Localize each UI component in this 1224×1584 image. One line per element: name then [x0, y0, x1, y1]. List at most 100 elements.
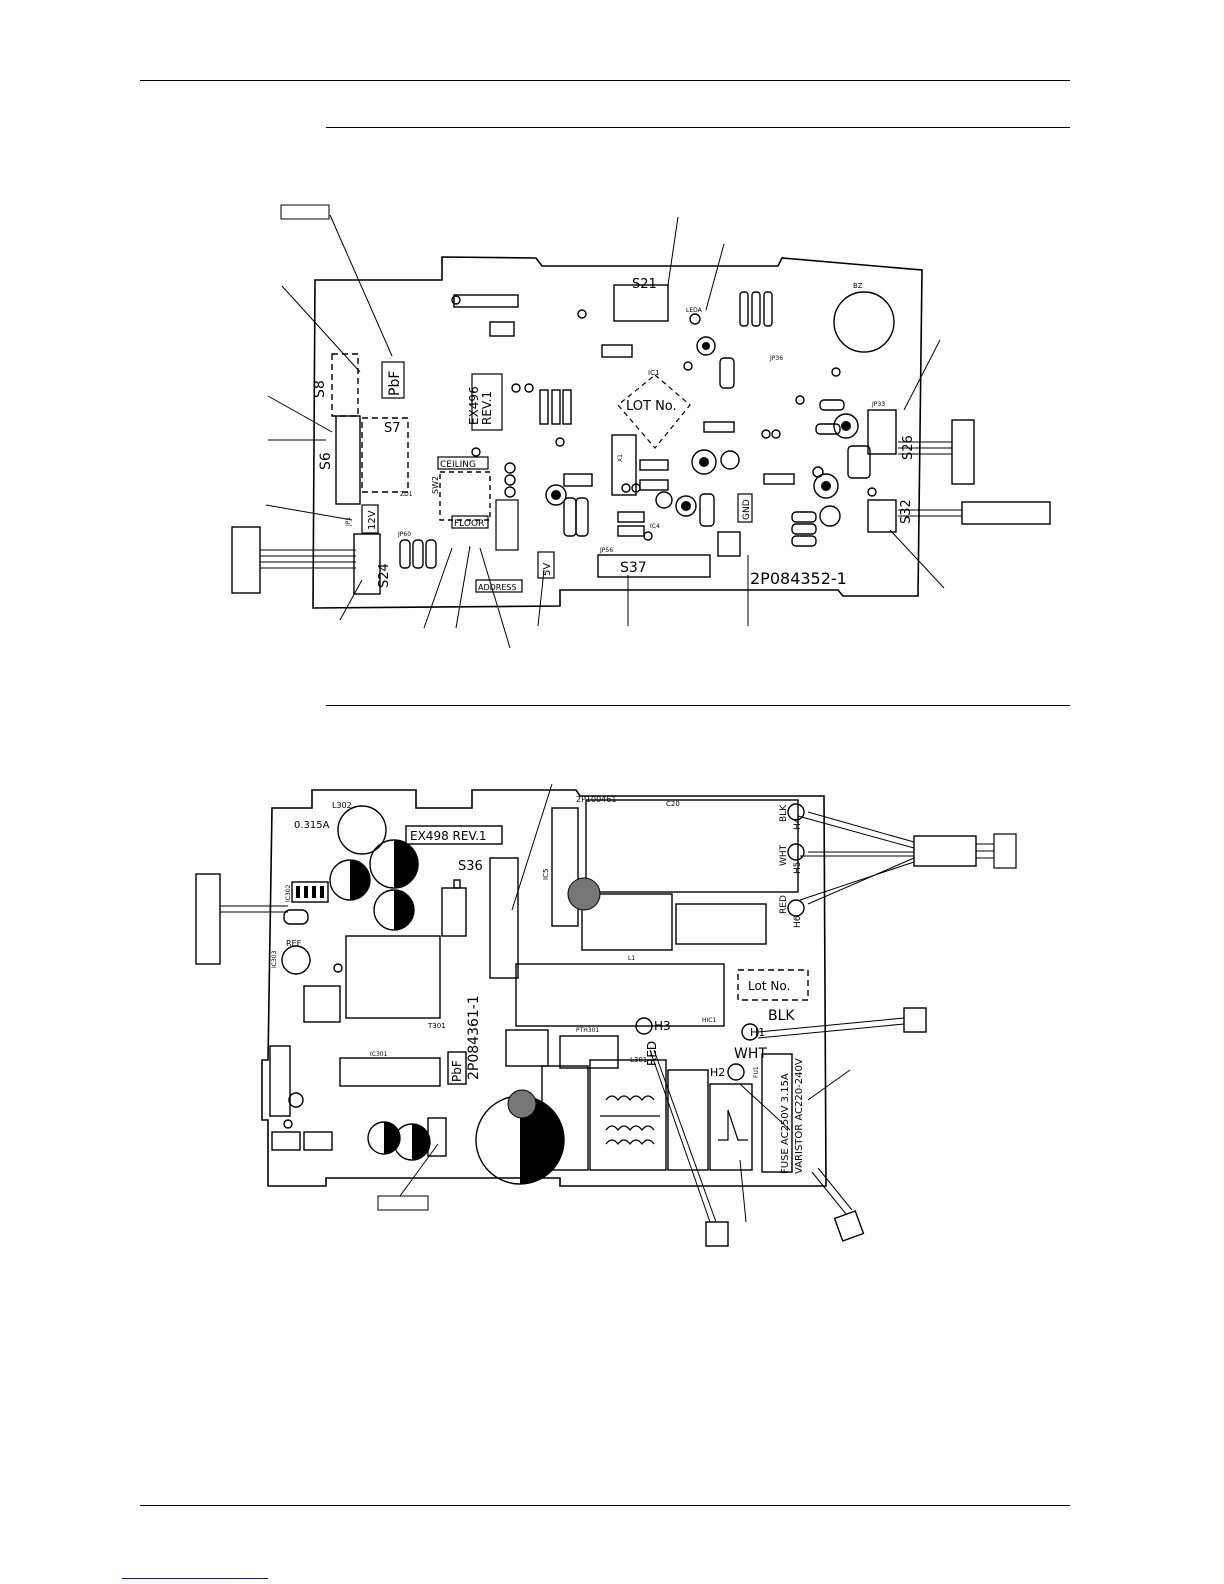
h1-plug [903, 1007, 927, 1033]
label-h2: H2 [710, 1066, 725, 1079]
footer-rule [140, 1505, 1070, 1506]
board2-filled-parts [296, 840, 564, 1184]
label-wht-h5: WHT [779, 844, 789, 866]
label-t301: T301 [427, 1022, 446, 1030]
label-varistor: VARISTOR AC220-240V [794, 1058, 805, 1174]
board2-components [269, 799, 809, 1173]
label-jp60: JP60 [397, 531, 411, 538]
label-s6: S6 [318, 452, 334, 470]
label-jp56: JP56 [599, 547, 613, 554]
label-wht-h2: WHT [734, 1046, 767, 1062]
label-jp33: JP33 [871, 401, 885, 408]
label-ic1: IC1 [648, 369, 659, 377]
label-blk-h1: BLK [768, 1008, 795, 1024]
label-part-no-1: 2P084352-1 [750, 569, 847, 588]
label-5v: 5V [542, 563, 553, 576]
label-fuse: FUSE AC250V 3.15A [780, 1073, 791, 1174]
label-address: ADDRESS [478, 583, 517, 592]
callout-box-top-left [280, 204, 330, 220]
header-rule [140, 80, 1070, 81]
label-floor: FLOOR [454, 519, 484, 529]
label-blk-h4: BLK [779, 804, 789, 822]
label-ex496: EX496REV.1 [467, 386, 494, 425]
section-rule-top [326, 127, 1070, 128]
label-leda: LEDA [686, 307, 703, 314]
label-ceiling: CEILING [440, 460, 476, 470]
label-ic301: IC301 [370, 1051, 388, 1058]
h4-h6-connector-plug [913, 835, 977, 867]
board1-leader-lines [265, 214, 945, 649]
floor-box [451, 515, 489, 529]
ceiling-box [437, 456, 489, 470]
label-pbf-2: PbF [450, 1060, 464, 1082]
label-x1: X1 [617, 454, 624, 462]
label-s7: S7 [384, 421, 401, 436]
h4-h6-connector-pins [993, 833, 1017, 869]
s26-connector-plug [951, 419, 975, 485]
label-ic5: IC5 [542, 869, 550, 880]
label-fu2-rating: 0.315A [294, 820, 330, 831]
label-pth301: PTH301 [576, 1027, 599, 1034]
board1-circles [451, 291, 895, 541]
h3-plug [705, 1221, 729, 1247]
label-ref: REF [286, 939, 302, 948]
label-pbf: PbF [387, 371, 403, 396]
transformer-coil [600, 1095, 748, 1145]
label-sw2: SW2 [431, 476, 440, 494]
ex496-box [471, 373, 503, 431]
board2-shaded-parts [507, 877, 601, 1119]
board1-lot-no-diamond [617, 374, 691, 449]
power-pcb-board [261, 789, 827, 1187]
s24-connector-plug [231, 526, 261, 594]
label-s37: S37 [620, 560, 647, 576]
label-pcb-code: 2P100461 [576, 795, 616, 804]
label-s36: S36 [458, 859, 483, 874]
label-12v: 12V [367, 510, 378, 530]
label-lot-no-2: Lot No. [748, 979, 790, 993]
s24-wires [260, 549, 356, 569]
label-h1: H1 [750, 1026, 765, 1039]
pbf-box [381, 361, 405, 399]
label-gnd: GND [742, 499, 752, 520]
5v-box [537, 551, 555, 579]
label-part-no-2: 2P084361-1 [466, 995, 482, 1080]
label-l301: L301 [630, 1056, 647, 1064]
address-switch-box [495, 499, 519, 551]
footer-link-underline[interactable] [122, 1578, 268, 1579]
s26-wires [898, 441, 952, 455]
label-ic303: IC303 [271, 950, 278, 968]
label-s8: S8 [312, 380, 328, 398]
label-red-h3: RED [645, 1041, 659, 1066]
callout-box-bottom [377, 1195, 429, 1211]
label-jp1: JP1 [345, 517, 352, 527]
control-pcb-board [312, 256, 923, 609]
label-l302: L302 [332, 801, 352, 810]
label-red-h6: RED [779, 895, 789, 914]
address-box [475, 579, 523, 593]
12v-box [361, 504, 379, 534]
label-c20: C20 [666, 800, 680, 808]
label-s26: S26 [901, 435, 916, 460]
label-fu1: FU1 [753, 1066, 760, 1078]
label-ic4: IC4 [650, 523, 660, 530]
label-jp36: JP36 [769, 355, 783, 362]
label-hic1: HIC1 [702, 1017, 716, 1024]
label-l1: L1 [628, 955, 635, 962]
label-h4: H4 [793, 817, 803, 830]
label-bz: BZ [853, 282, 863, 290]
board1-filled-parts [551, 342, 851, 511]
label-h5: H5 [793, 862, 803, 875]
label-ic302: IC302 [285, 884, 292, 902]
label-zd1: ZD1 [400, 491, 413, 498]
label-ex498: EX498 REV.1 [410, 829, 487, 843]
label-lot-no: LOT No. [626, 399, 677, 414]
board2-leader-lines [220, 783, 915, 1223]
left-connector-plug [195, 873, 221, 965]
gnd-box [737, 493, 753, 523]
board1-components [331, 284, 897, 595]
label-s24: S24 [377, 563, 392, 588]
h2-plug [833, 1210, 865, 1242]
label-h6: H6 [793, 915, 803, 928]
label-s21: S21 [632, 277, 657, 292]
